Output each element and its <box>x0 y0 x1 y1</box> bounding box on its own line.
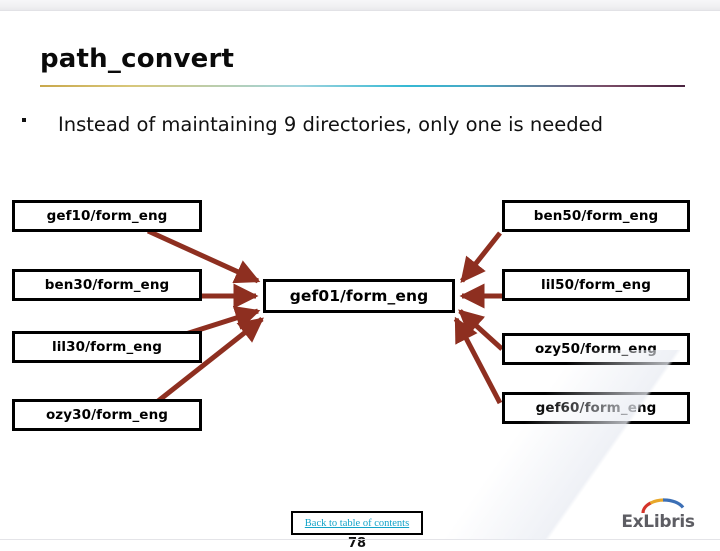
node-label: gef60/form_eng <box>535 400 657 416</box>
back-to-toc-button[interactable]: Back to table of contents <box>291 511 423 535</box>
arrow-gef10-to-center <box>146 228 261 284</box>
node-label: ben30/form_eng <box>44 277 170 293</box>
arrow-ben50-to-center <box>460 231 502 283</box>
node-left-2[interactable]: ben30/form_eng <box>12 269 202 301</box>
node-right-2[interactable]: lil50/form_eng <box>502 269 690 301</box>
logo-rainbow-arc-icon <box>641 498 687 514</box>
node-left-1[interactable]: gef10/form_eng <box>12 200 202 232</box>
arrow-gef60-to-center <box>453 316 503 405</box>
slide-canvas: path_convert Instead of maintaining 9 di… <box>0 11 720 551</box>
node-label: lil30/form_eng <box>51 339 163 355</box>
node-label: ben50/form_eng <box>533 208 659 224</box>
node-left-3[interactable]: lil30/form_eng <box>12 331 202 363</box>
node-right-4[interactable]: gef60/form_eng <box>502 392 690 424</box>
node-center[interactable]: gef01/form_eng <box>263 279 455 313</box>
path-convert-diagram: gef10/form_eng ben30/form_eng lil30/form… <box>0 181 720 461</box>
window-top-strip <box>0 0 720 11</box>
node-label: gef10/form_eng <box>46 208 168 224</box>
node-right-3[interactable]: ozy50/form_eng <box>502 333 690 365</box>
exlibris-logo-text: ExLibris <box>621 512 695 532</box>
exlibris-logo: ExLibris <box>610 498 706 532</box>
node-label: ozy50/form_eng <box>534 341 658 357</box>
node-label: lil50/form_eng <box>540 277 652 293</box>
bullet-point-icon <box>22 118 26 122</box>
arrow-ozy30-to-center <box>146 317 264 411</box>
bullet-item-text: Instead of maintaining 9 directories, on… <box>58 113 603 136</box>
node-label: gef01/form_eng <box>289 287 429 305</box>
node-label: ozy30/form_eng <box>45 407 169 423</box>
node-right-1[interactable]: ben50/form_eng <box>502 200 690 232</box>
title-divider <box>40 85 685 87</box>
back-to-toc-link-label[interactable]: Back to table of contents <box>304 517 410 529</box>
node-left-4[interactable]: ozy30/form_eng <box>12 399 202 431</box>
page-title: path_convert <box>40 44 235 74</box>
